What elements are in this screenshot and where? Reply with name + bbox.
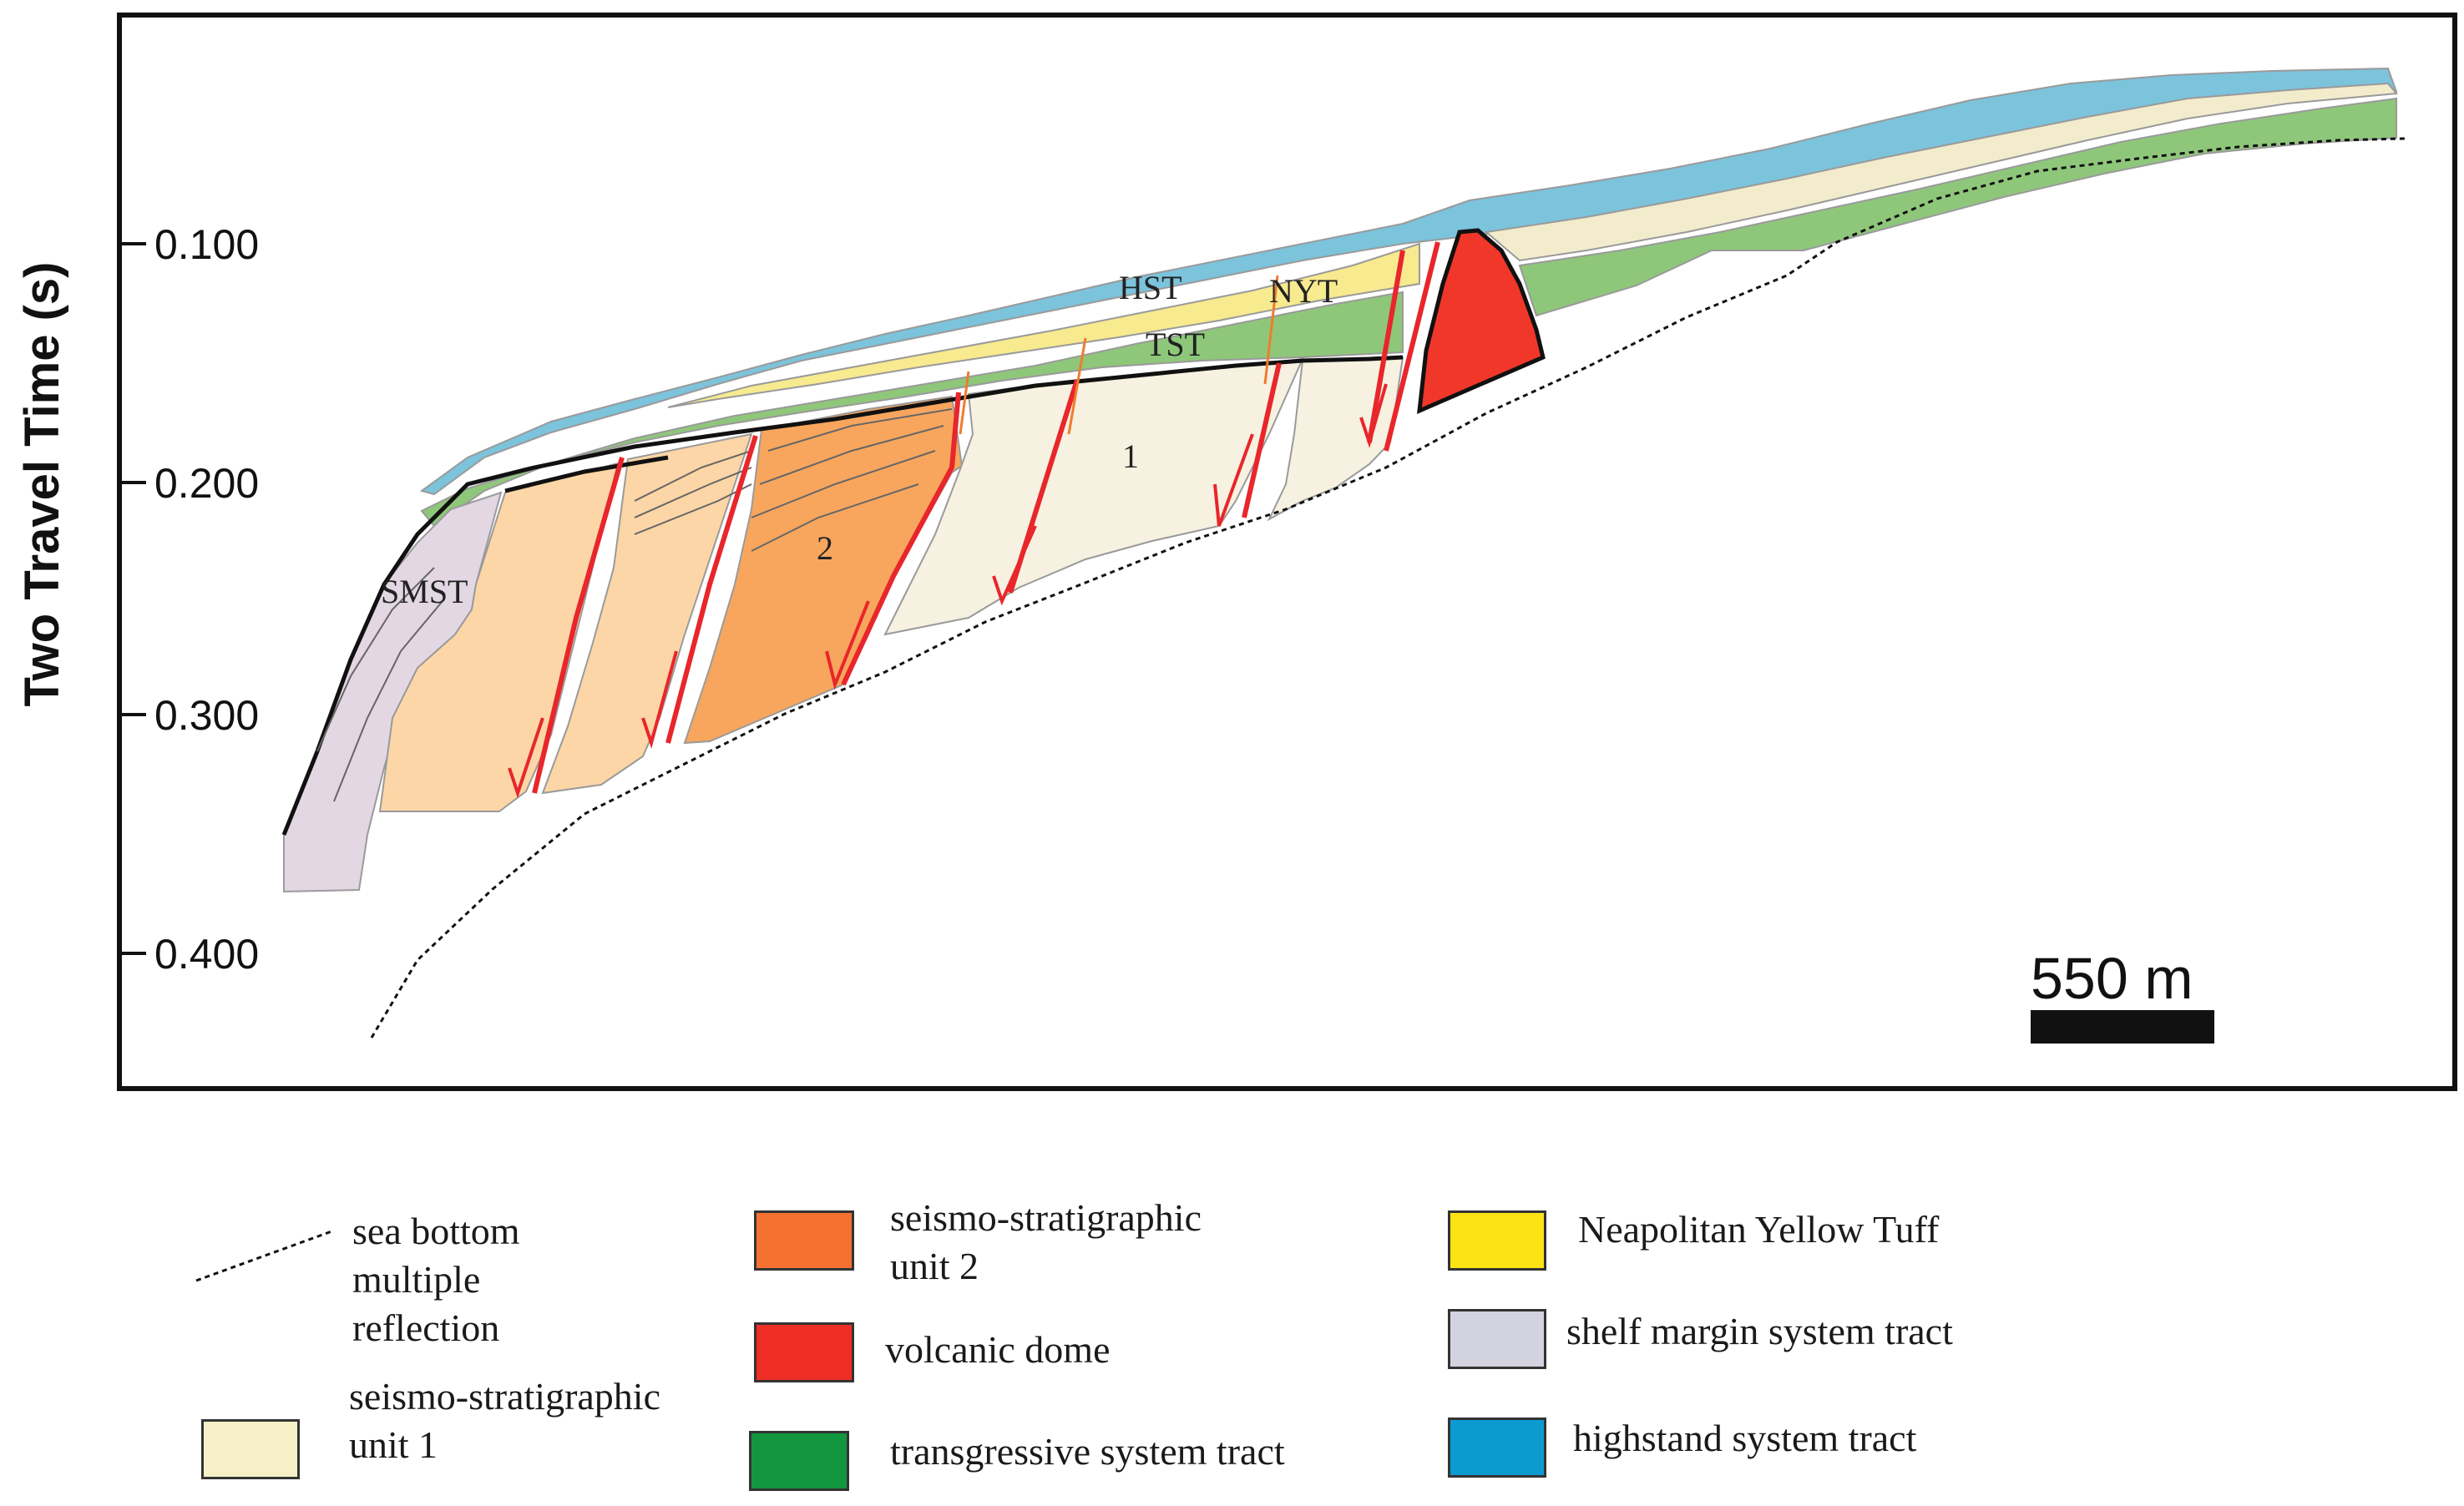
y-tick-marks	[119, 242, 146, 955]
legend-swatch-dome	[754, 1322, 854, 1382]
upper-right-unit-layer	[1484, 82, 2398, 262]
nyt-layer	[667, 242, 1420, 408]
unit2-light-block-a	[378, 462, 620, 812]
legend-swatch-unit2	[754, 1210, 854, 1271]
label-unit-2: 2	[817, 529, 833, 567]
tick-label-0400: 0.400	[154, 931, 259, 978]
legend-label-smst: shelf margin system tract	[1566, 1310, 1953, 1352]
scale-bar	[2031, 1010, 2214, 1044]
erosion-surface-line	[281, 355, 1404, 836]
scale-bar-label: 550 m	[2031, 946, 2193, 1011]
legend-label-nyt: Neapolitan Yellow Tuff	[1578, 1208, 1940, 1251]
tick-label-0200: 0.200	[154, 460, 259, 507]
sea-bottom-multiple-line	[370, 137, 2406, 1039]
tick-label-0300: 0.300	[154, 692, 259, 739]
y-axis-title: Two Travel Time (s)	[15, 262, 69, 707]
label-tst: TST	[1146, 326, 1205, 363]
tst-layer	[420, 291, 1404, 528]
label-smst: SMST	[381, 573, 468, 610]
legend-swatch-unit1	[201, 1419, 300, 1479]
volcanic-dome	[1417, 228, 1546, 415]
legend-swatch-tst	[749, 1431, 849, 1491]
legend-label-unit1: seismo-stratigraphic unit 1	[349, 1375, 661, 1466]
erosion-surface-line-2	[504, 455, 669, 493]
unit2-light-block-b	[541, 432, 753, 795]
y-tick-labels: 0.100 0.200 0.300 0.400	[154, 221, 259, 978]
legend-sea-bottom-symbol	[195, 1229, 335, 1282]
growth-lines	[959, 275, 1279, 435]
highstand-layer	[419, 67, 2398, 496]
label-nyt: NYT	[1269, 272, 1338, 310]
legend-label-hst: highstand system tract	[1573, 1417, 1917, 1459]
tst-right-layer	[1518, 97, 2397, 317]
legend-label-unit2: seismo-stratigraphic unit 2	[890, 1196, 1202, 1287]
tick-label-0100: 0.100	[154, 221, 259, 268]
legend-swatch-smst	[1448, 1309, 1546, 1369]
legend-label-sea-bottom: sea bottom multiple reflection	[352, 1210, 520, 1349]
legend-swatch-hst	[1448, 1418, 1546, 1478]
legend-label-tst: transgressive system tract	[890, 1430, 1285, 1473]
legend-label-dome: volcanic dome	[885, 1328, 1111, 1371]
fault-arrows	[508, 383, 1388, 799]
label-hst: HST	[1119, 269, 1182, 306]
legend-swatch-nyt	[1448, 1210, 1546, 1271]
label-unit-1: 1	[1122, 437, 1139, 475]
